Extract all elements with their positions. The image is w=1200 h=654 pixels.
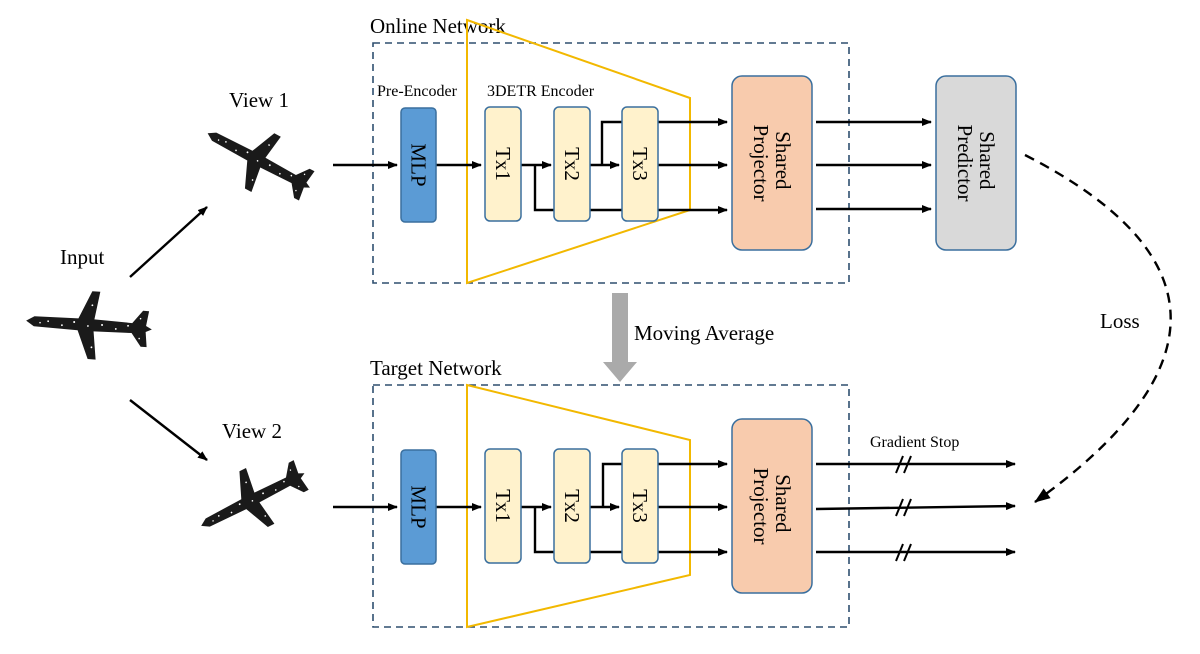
svg-text:Shared Projector: Shared Projector	[749, 125, 795, 202]
predictor-line2: Predictor	[953, 125, 977, 202]
online-encoder-label: 3DETR Encoder	[487, 83, 595, 100]
gradient-stop-marks	[895, 455, 912, 562]
svg-text:Shared Projector: Shared Projector	[749, 468, 795, 545]
input-point-cloud	[23, 286, 155, 364]
target-tx1-label: Tx1	[491, 489, 515, 523]
input-label: Input	[60, 245, 104, 269]
target-mlp-label: MLP	[407, 485, 431, 528]
online-tx3-label: Tx3	[628, 147, 652, 181]
loss-label: Loss	[1100, 309, 1140, 333]
online-tx1-output-arrow	[533, 165, 728, 214]
online-tx1-block: Tx1	[484, 106, 522, 222]
target-encoder-trapezoid	[466, 383, 691, 629]
target-tx1-block: Tx1	[484, 448, 522, 564]
view1-point-cloud	[192, 105, 325, 216]
online-pre-encoder-label: Pre-Encoder	[377, 83, 458, 100]
moving-average-label: Moving Average	[634, 321, 774, 345]
view2-point-cloud	[186, 445, 319, 554]
view2-label: View 2	[222, 419, 282, 443]
target-tx1-output-arrow	[533, 507, 728, 556]
gradient-stop-label: Gradient Stop	[870, 434, 959, 451]
online-network-box	[372, 42, 850, 284]
target-shared-projector-block: Shared Projector	[731, 418, 813, 594]
target-tx2-output-arrow	[601, 460, 728, 507]
online-projector-line1: Shared	[771, 131, 795, 190]
online-mlp-block: MLP	[400, 107, 437, 223]
online-mlp-label: MLP	[407, 143, 431, 186]
online-shared-projector-block: Shared Projector	[731, 75, 813, 251]
predictor-line1: Shared	[975, 131, 999, 190]
target-tx2-label: Tx2	[560, 489, 584, 523]
target-tx3-block: Tx3	[621, 448, 659, 564]
target-projector-line1: Shared	[771, 474, 795, 533]
online-projector-line2: Projector	[749, 125, 773, 202]
target-projector-line2: Projector	[749, 468, 773, 545]
input-to-view1-arrow	[129, 206, 208, 278]
online-tx3-block: Tx3	[621, 106, 659, 222]
moving-average-arrow	[603, 293, 637, 382]
target-network-label: Target Network	[370, 356, 502, 380]
target-mlp-block: MLP	[400, 449, 437, 565]
online-tx2-block: Tx2	[553, 106, 591, 222]
online-tx2-output-arrow	[600, 118, 728, 165]
loss-curve-arrow	[1024, 153, 1172, 503]
online-tx1-label: Tx1	[491, 147, 515, 181]
target-tx3-label: Tx3	[628, 489, 652, 523]
view1-label: View 1	[229, 88, 289, 112]
target-tx2-block: Tx2	[553, 448, 591, 564]
target-output-arrow-2	[815, 502, 1016, 511]
online-tx2-label: Tx2	[560, 147, 584, 181]
shared-predictor-block: Shared Predictor	[935, 75, 1017, 251]
input-to-view2-arrow	[129, 399, 208, 461]
svg-text:Shared Predictor: Shared Predictor	[953, 125, 999, 202]
